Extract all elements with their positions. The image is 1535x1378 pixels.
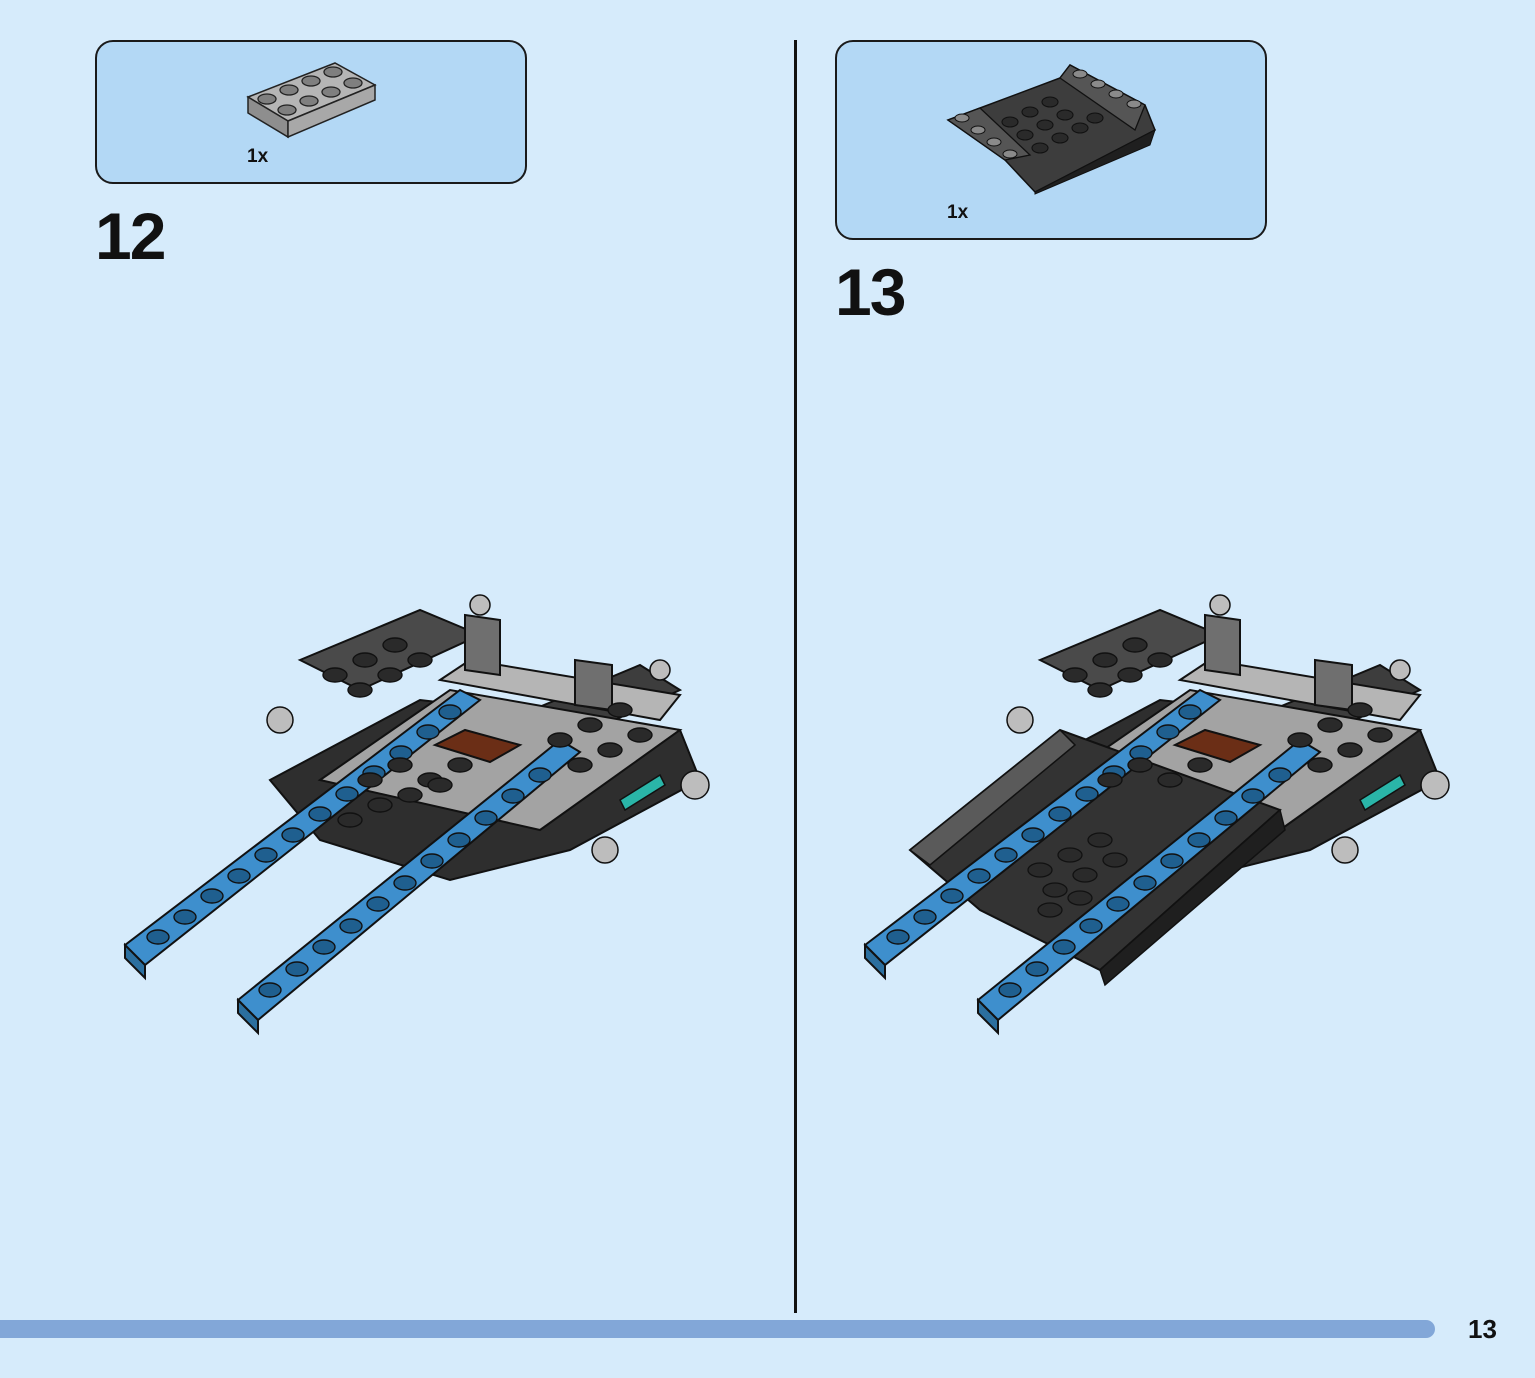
part-quantity-13: 1x	[947, 202, 969, 223]
model-assembly-12	[123, 594, 710, 1036]
progress-bar	[0, 1320, 1435, 1338]
step-number-12: 12	[95, 199, 166, 273]
step-divider	[794, 40, 797, 1313]
part-quantity-12: 1x	[247, 146, 269, 167]
plate-2x4-icon	[246, 62, 377, 139]
step-number-13: 13	[835, 255, 906, 329]
page-number: 13	[1468, 1314, 1497, 1344]
model-assembly-13	[863, 594, 1450, 1036]
inverted-slope-plate-icon	[946, 64, 1156, 195]
